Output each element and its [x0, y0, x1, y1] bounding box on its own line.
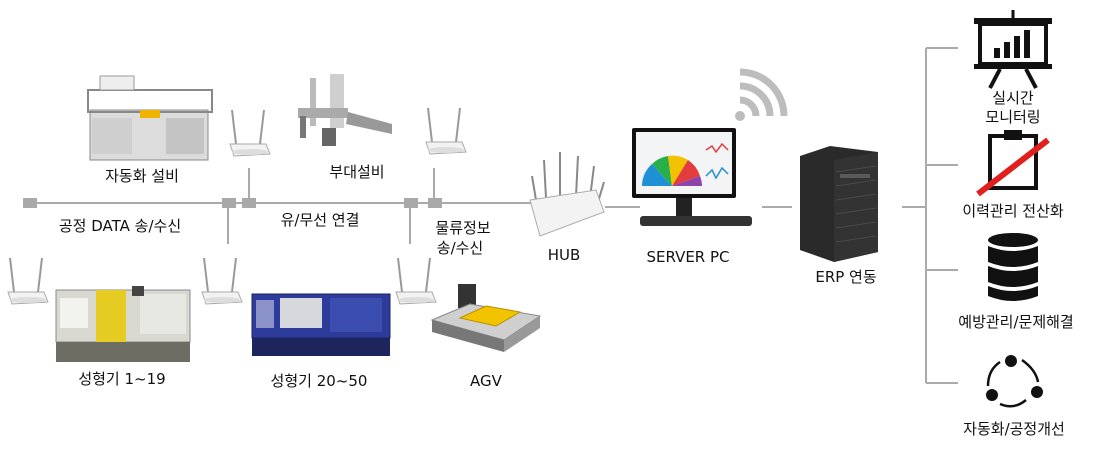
molding-1-19-label: 성형기 1~19 — [78, 370, 166, 388]
molding-machine-20-50-image — [251, 293, 391, 356]
server-pc-image — [632, 128, 752, 226]
router-icon — [201, 257, 243, 305]
feature-bracket — [925, 47, 958, 384]
feature-history-label: 이력관리 전산화 — [962, 202, 1064, 220]
molding-machine-1-19-image — [55, 286, 191, 362]
router-icon — [7, 257, 49, 305]
database-icon — [988, 233, 1038, 301]
feature-monitoring-label-1: 실시간 — [992, 89, 1034, 107]
hub-image — [529, 152, 605, 237]
router-icon — [395, 257, 437, 305]
clipboard-crossed-icon — [976, 130, 1050, 197]
wifi-signal-icon — [735, 68, 788, 121]
cycle-icon — [986, 355, 1043, 408]
agv-label: AGV — [470, 372, 502, 390]
aux-equipment-label: 부대설비 — [329, 163, 385, 181]
process-data-label: 공정 DATA 송/수신 — [58, 217, 182, 235]
router-icon — [229, 109, 271, 157]
auto-equipment-image — [87, 75, 213, 161]
erp-server-image — [800, 146, 878, 262]
agv-image — [430, 284, 542, 352]
feature-automation-label: 자동화/공정개선 — [963, 420, 1065, 438]
auto-equipment-label: 자동화 설비 — [105, 167, 179, 185]
molding-20-50-label: 성형기 20~50 — [270, 372, 368, 390]
hub-label: HUB — [547, 246, 581, 264]
aux-equipment-image — [298, 74, 392, 146]
logistics-label-line1: 물류정보 — [435, 219, 491, 237]
server-pc-label: SERVER PC — [646, 248, 730, 266]
feature-monitoring-label-2: 모니터링 — [985, 108, 1041, 126]
wired-wireless-label: 유/무선 연결 — [280, 211, 360, 229]
bus-nodes — [23, 198, 442, 208]
router-icon — [425, 107, 467, 155]
presentation-chart-icon — [974, 10, 1052, 89]
feature-prevention-label: 예방관리/문제해결 — [958, 313, 1074, 331]
logistics-label-line2: 송/수신 — [436, 239, 484, 257]
erp-label: ERP 연동 — [815, 268, 877, 286]
